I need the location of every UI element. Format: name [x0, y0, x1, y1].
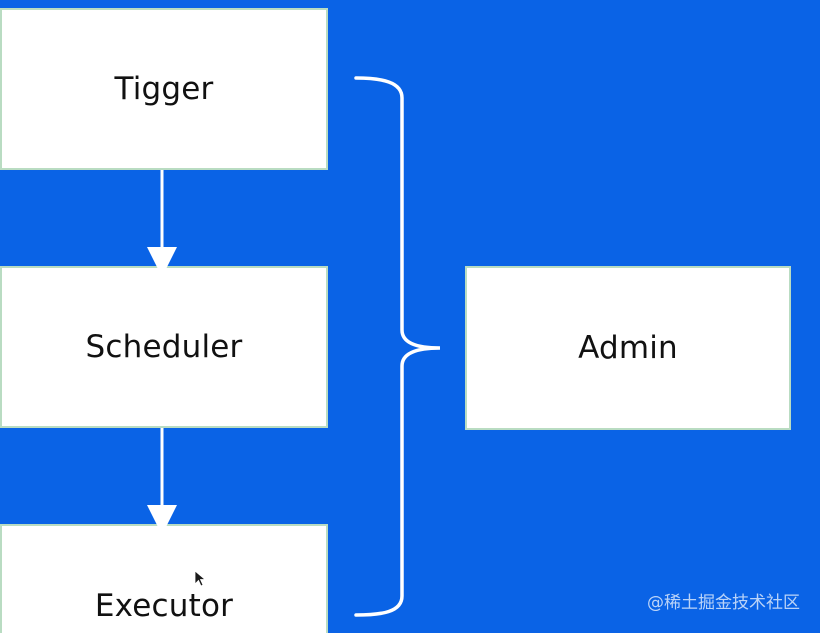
tigger-node: Tigger [0, 8, 328, 170]
curly-brace-group [354, 76, 441, 617]
executor-label: Executor [94, 588, 234, 624]
executor-node: Executor [0, 524, 328, 633]
watermark-text: @稀土掘金技术社区 [647, 593, 800, 613]
scheduler-node: Scheduler [0, 266, 328, 428]
scheduler-label: Scheduler [85, 329, 243, 365]
admin-label: Admin [578, 330, 678, 366]
admin-node: Admin [465, 266, 791, 430]
mouse-pointer-icon [194, 570, 206, 587]
tigger-label: Tigger [114, 71, 214, 107]
